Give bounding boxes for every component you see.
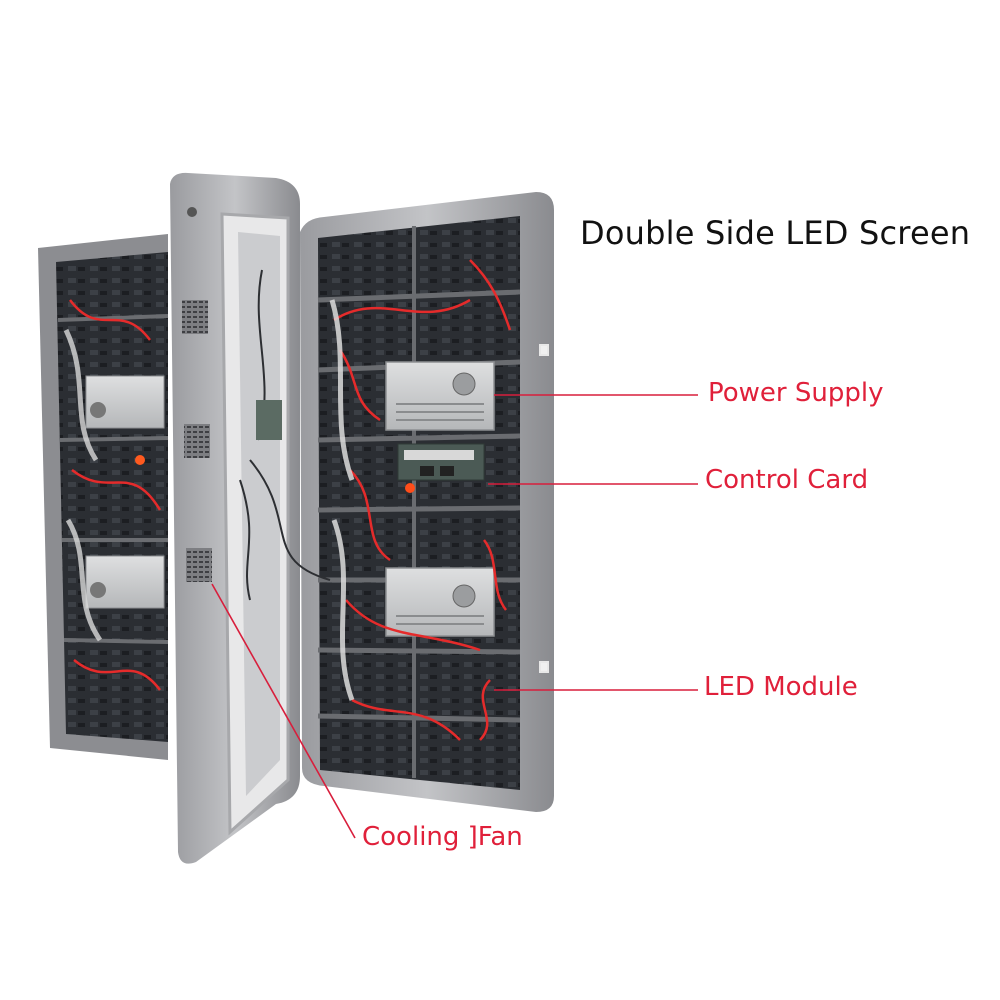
label-power-supply: Power Supply <box>708 378 884 408</box>
left-power-supply <box>85 375 165 429</box>
right-cabinet-rails <box>317 226 521 778</box>
left-psu-2-fan-icon <box>90 582 106 598</box>
cooling-fan-vent <box>186 548 212 582</box>
door-lock-icon <box>187 207 197 217</box>
power-supply-unit <box>385 361 495 431</box>
control-card-led <box>405 483 415 493</box>
front-door <box>170 172 331 864</box>
left-status-led <box>135 455 145 465</box>
diagram-title: Double Side LED Screen <box>580 214 971 252</box>
leader-cooling-fan <box>211 583 356 839</box>
door-pcb <box>256 400 282 440</box>
left-cabinet-modules <box>56 252 168 742</box>
psu-2-fan-icon <box>452 584 476 608</box>
power-supply-unit-2 <box>385 567 495 637</box>
control-card-board <box>397 443 485 493</box>
left-cabinet-cables <box>69 299 162 691</box>
vent-grille-top <box>182 300 208 334</box>
right-cabinet <box>300 192 554 812</box>
left-power-supply-2 <box>85 555 165 609</box>
right-cabinet-modules <box>318 216 520 790</box>
leader-lines <box>211 394 698 839</box>
label-led-module: LED Module <box>704 672 858 702</box>
left-cabinet-rails <box>57 314 169 644</box>
left-psu-fan-icon <box>90 402 106 418</box>
label-cooling-fan: Cooling ]Fan <box>362 822 523 852</box>
label-control-card: Control Card <box>705 465 869 495</box>
left-cabinet <box>38 234 169 760</box>
right-cabinet-cables <box>333 259 512 741</box>
psu-fan-icon <box>452 372 476 396</box>
vent-grille-middle <box>184 424 210 458</box>
